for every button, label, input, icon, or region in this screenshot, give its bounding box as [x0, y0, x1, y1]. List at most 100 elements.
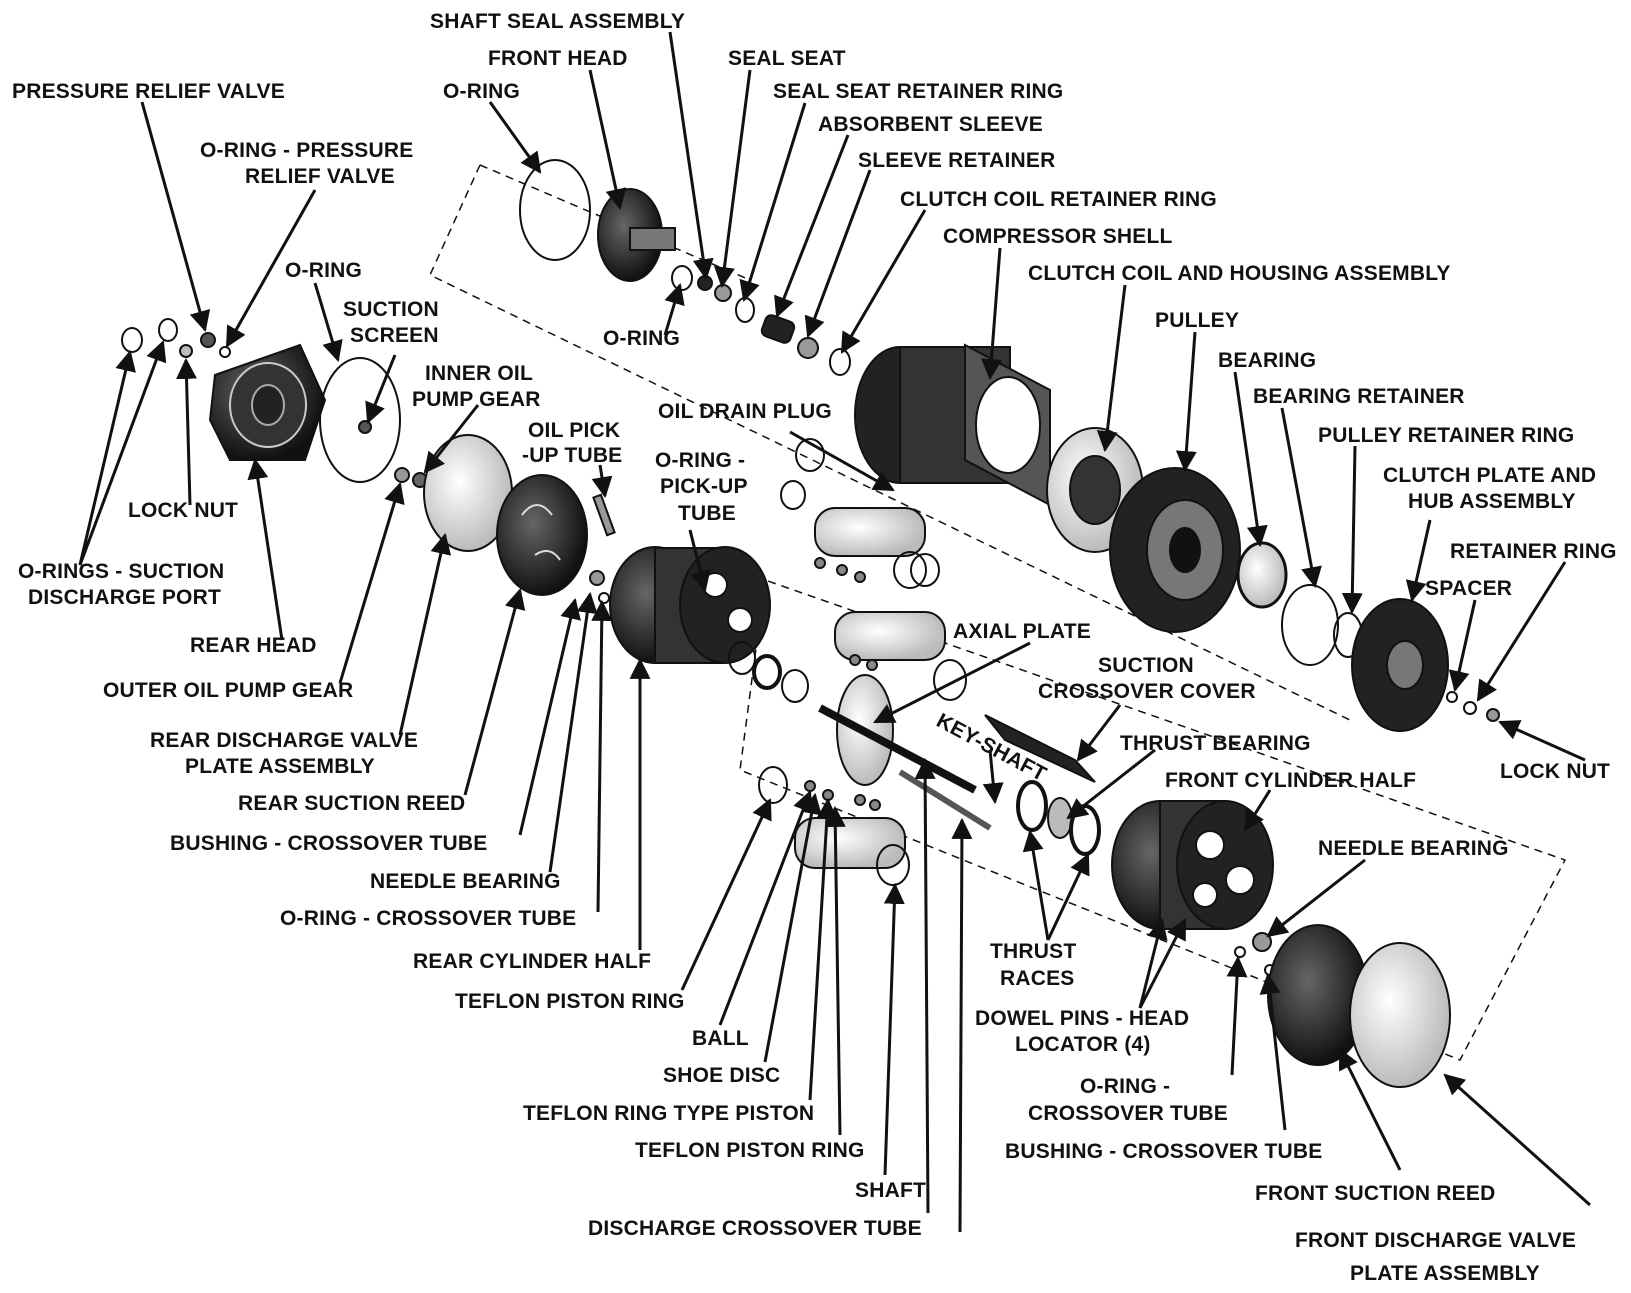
- label-thrust-races-1: THRUST: [990, 940, 1076, 963]
- label-bearing-retainer: BEARING RETAINER: [1253, 385, 1465, 408]
- label-rear-head: REAR HEAD: [190, 634, 317, 657]
- label-compressor-shell: COMPRESSOR SHELL: [943, 225, 1173, 248]
- label-thrust-races-2: RACES: [1000, 967, 1075, 990]
- label-rear-cylinder-half: REAR CYLINDER HALF: [413, 950, 651, 973]
- label-discharge-crossover-tube: DISCHARGE CROSSOVER TUBE: [588, 1217, 922, 1240]
- label-shoe-disc: SHOE DISC: [663, 1064, 780, 1087]
- label-o-ring-pickup-1: O-RING -: [655, 449, 745, 472]
- label-retainer-ring: RETAINER RING: [1450, 540, 1617, 563]
- label-dowel-pins-2: LOCATOR (4): [1015, 1033, 1151, 1056]
- shaft-part: [818, 704, 977, 794]
- outer-oil-pump-gear-part: [394, 467, 410, 483]
- oil-pickup-tube-part: [592, 493, 616, 537]
- label-rear-discharge-valve-2: PLATE ASSEMBLY: [185, 755, 375, 778]
- label-inner-oil-pump-gear-1: INNER OIL: [425, 362, 533, 385]
- label-inner-oil-pump-gear-2: PUMP GEAR: [412, 388, 541, 411]
- bearing-part: [1236, 541, 1288, 609]
- label-clutch-plate-hub-1: CLUTCH PLATE AND: [1383, 464, 1596, 487]
- label-spacer: SPACER: [1425, 577, 1512, 600]
- discharge-crossover-tube-part: [898, 769, 992, 831]
- absorbent-sleeve-part: [760, 314, 796, 344]
- suction-crossover-cover-part: [984, 714, 1096, 783]
- o-ring-front-head-part: [519, 159, 591, 261]
- label-shaft-seal-assembly: SHAFT SEAL ASSEMBLY: [430, 10, 685, 33]
- piston-upper-part: [780, 480, 927, 589]
- label-seal-seat: SEAL SEAT: [728, 47, 846, 70]
- label-rear-discharge-valve-1: REAR DISCHARGE VALVE: [150, 729, 418, 752]
- label-rear-suction-reed: REAR SUCTION REED: [238, 792, 465, 815]
- label-clutch-coil-retainer-ring: CLUTCH COIL RETAINER RING: [900, 188, 1217, 211]
- label-pressure-relief-valve: PRESSURE RELIEF VALVE: [12, 80, 285, 103]
- pressure-relief-valve-part: [200, 332, 216, 348]
- label-oil-drain-plug: OIL DRAIN PLUG: [658, 400, 832, 423]
- label-o-ring-left: O-RING: [285, 259, 362, 282]
- o-ring-suction-2: [158, 318, 178, 342]
- label-bearing: BEARING: [1218, 349, 1316, 372]
- compressor-shell-part: [854, 343, 1051, 507]
- label-seal-seat-retainer-ring: SEAL SEAT RETAINER RING: [773, 80, 1063, 103]
- label-teflon-piston-ring-1: TEFLON PISTON RING: [455, 990, 685, 1013]
- label-needle-bearing-front: NEEDLE BEARING: [1318, 837, 1509, 860]
- front-cylinder-half-part: [1111, 800, 1274, 930]
- label-o-ring-pickup-3: TUBE: [678, 502, 736, 525]
- label-outer-oil-pump-gear: OUTER OIL PUMP GEAR: [103, 679, 353, 702]
- label-shaft: SHAFT: [855, 1179, 926, 1202]
- label-o-ring-top: O-RING: [443, 80, 520, 103]
- label-lock-nut-left: LOCK NUT: [128, 499, 238, 522]
- rear-suction-reed-part: [496, 474, 588, 596]
- label-suction-screen-2: SCREEN: [350, 324, 439, 347]
- label-teflon-ring-type-piston: TEFLON RING TYPE PISTON: [523, 1102, 814, 1125]
- label-suction-crossover-1: SUCTION: [1098, 654, 1194, 677]
- label-lock-nut-right: LOCK NUT: [1500, 760, 1610, 783]
- label-o-ring-crossover-rear: O-RING - CROSSOVER TUBE: [280, 907, 576, 930]
- label-front-suction-reed: FRONT SUCTION REED: [1255, 1182, 1495, 1205]
- o-ring-prv-part: [219, 346, 231, 358]
- rear-head-part: [208, 343, 327, 461]
- label-front-discharge-valve-2: PLATE ASSEMBLY: [1350, 1262, 1540, 1285]
- label-front-cylinder-half: FRONT CYLINDER HALF: [1165, 769, 1416, 792]
- piston-middle-part: [834, 611, 946, 661]
- label-o-rings-suction-2: DISCHARGE PORT: [28, 586, 221, 609]
- pulley-part: [1109, 467, 1241, 633]
- rear-cylinder-half-part: [609, 546, 771, 664]
- label-absorbent-sleeve: ABSORBENT SLEEVE: [818, 113, 1043, 136]
- parts: [121, 159, 1500, 1088]
- label-needle-bearing-rear: NEEDLE BEARING: [370, 870, 561, 893]
- label-teflon-piston-ring-2: TEFLON PISTON RING: [635, 1139, 865, 1162]
- label-thrust-bearing: THRUST BEARING: [1120, 732, 1311, 755]
- label-front-head: FRONT HEAD: [488, 47, 628, 70]
- label-bushing-crossover-rear: BUSHING - CROSSOVER TUBE: [170, 832, 488, 855]
- label-o-ring-pickup-2: PICK-UP: [660, 475, 748, 498]
- labels: SHAFT SEAL ASSEMBLY FRONT HEAD SEAL SEAT…: [12, 10, 1617, 1285]
- piston-lower-part: [758, 766, 910, 886]
- front-discharge-valve-plate-part: [1349, 942, 1451, 1088]
- label-oil-pickup-tube-1: OIL PICK: [528, 419, 620, 442]
- label-clutch-coil-housing: CLUTCH COIL AND HOUSING ASSEMBLY: [1028, 262, 1451, 285]
- label-o-rings-suction-1: O-RINGS - SUCTION: [18, 560, 224, 583]
- label-o-ring-mid: O-RING: [603, 327, 680, 350]
- label-clutch-plate-hub-2: HUB ASSEMBLY: [1408, 490, 1576, 513]
- label-o-ring-crossover-front-2: CROSSOVER TUBE: [1028, 1102, 1228, 1125]
- label-front-discharge-valve-1: FRONT DISCHARGE VALVE: [1295, 1229, 1576, 1252]
- label-o-ring-prv-2: RELIEF VALVE: [245, 165, 395, 188]
- o-ring-suction-1: [121, 327, 143, 353]
- label-pulley: PULLEY: [1155, 309, 1239, 332]
- label-dowel-pins-1: DOWEL PINS - HEAD: [975, 1007, 1189, 1030]
- front-head-part: [597, 188, 676, 282]
- label-axial-plate: AXIAL PLATE: [953, 620, 1091, 643]
- label-o-ring-prv-1: O-RING - PRESSURE: [200, 139, 413, 162]
- suction-screen-part: [358, 420, 372, 434]
- label-sleeve-retainer: SLEEVE RETAINER: [858, 149, 1055, 172]
- label-pulley-retainer-ring: PULLEY RETAINER RING: [1318, 424, 1574, 447]
- label-suction-screen-1: SUCTION: [343, 298, 439, 321]
- label-oil-pickup-tube-2: -UP TUBE: [522, 444, 622, 467]
- label-suction-crossover-2: CROSSOVER COVER: [1038, 680, 1256, 703]
- label-ball: BALL: [692, 1027, 749, 1050]
- lock-nut-left-part: [179, 344, 193, 358]
- o-ring-rear-head-part: [319, 357, 401, 483]
- leader-lines: [78, 31, 1592, 1233]
- label-bushing-crossover-front: BUSHING - CROSSOVER TUBE: [1005, 1140, 1323, 1163]
- label-o-ring-crossover-front-1: O-RING -: [1080, 1075, 1170, 1098]
